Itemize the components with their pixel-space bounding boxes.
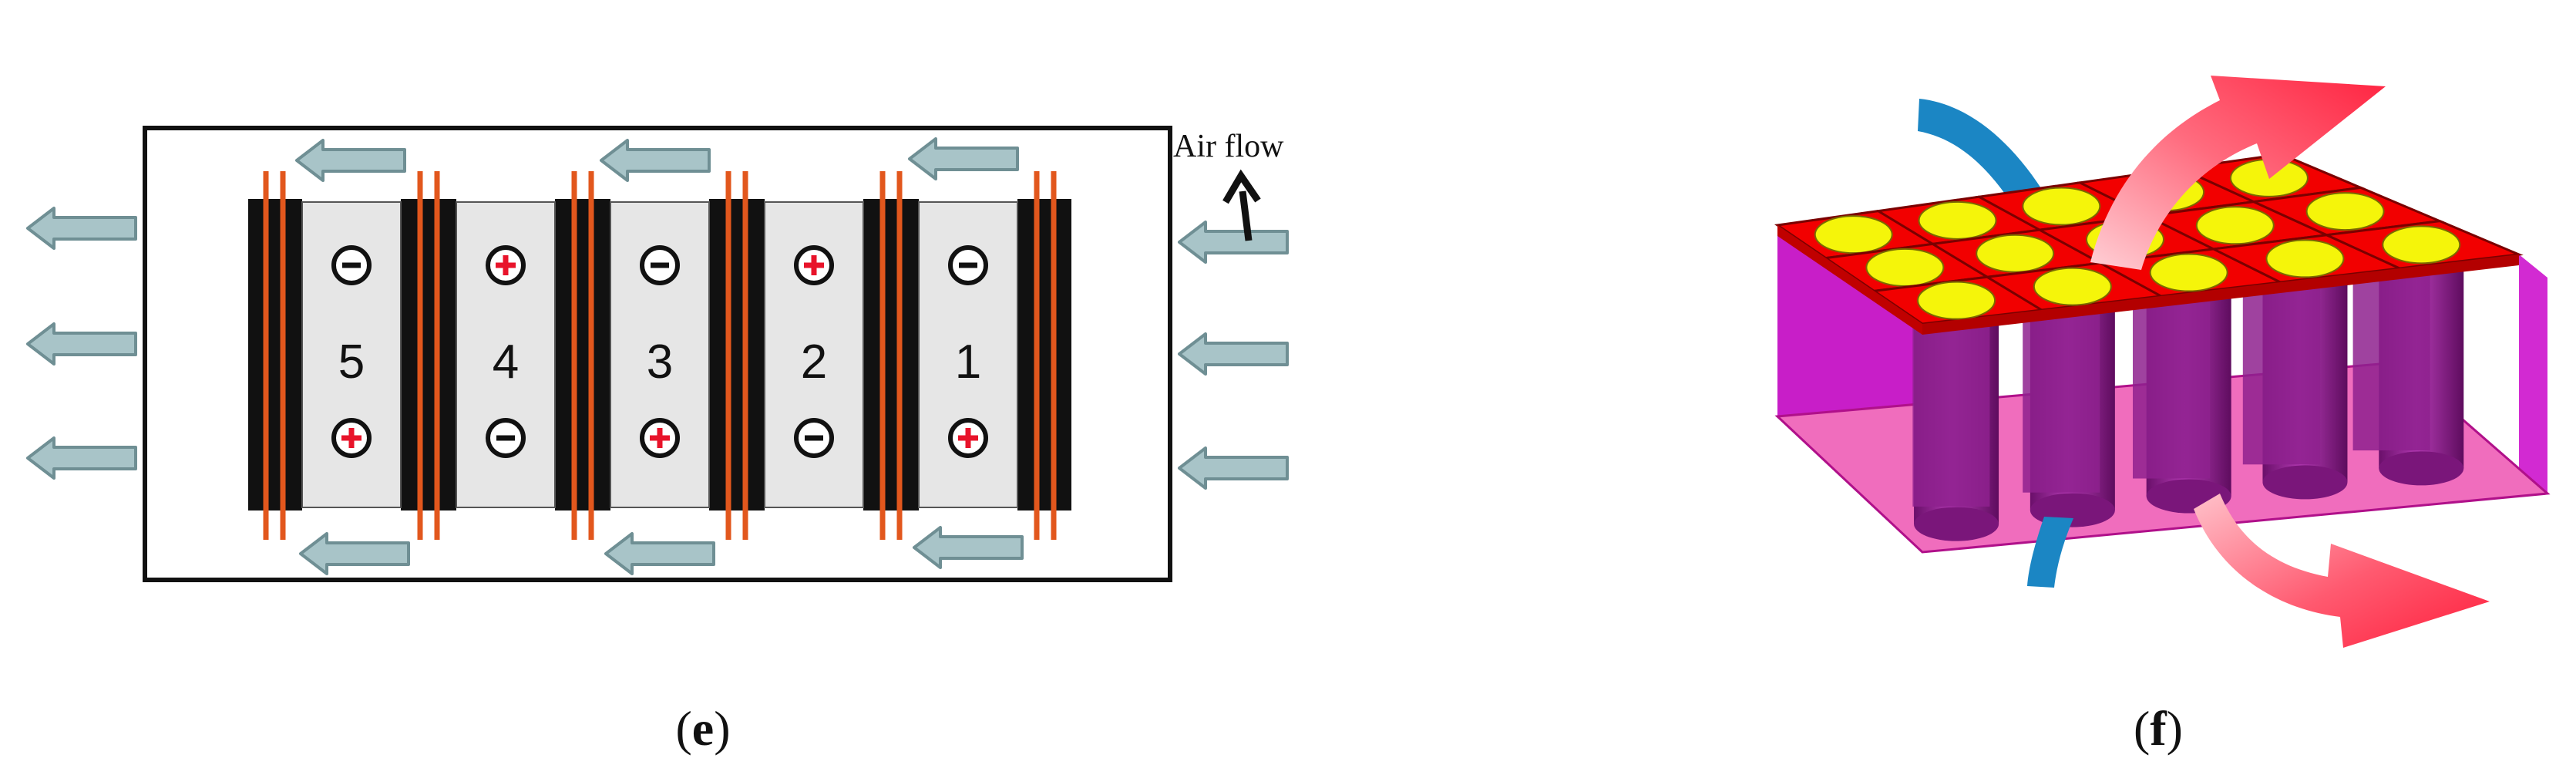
cylinder-bottom [2379, 451, 2464, 486]
exit-arrow-icon [26, 436, 137, 480]
hot-air-out-bottom-icon [2194, 494, 2490, 648]
pack-tile [2209, 234, 2404, 284]
cylinder-top [2382, 225, 2461, 265]
cylinder-top [2022, 187, 2101, 226]
positive-terminal-icon [948, 418, 988, 458]
negative-terminal-icon [794, 418, 834, 458]
top-plate-edge-side [1777, 225, 1922, 335]
cylinder-top [1917, 281, 1996, 320]
cell-number-label: 4 [493, 335, 519, 389]
negative-terminal-icon [486, 418, 526, 458]
spacer-plate [863, 199, 919, 510]
channel-arrow-icon [600, 139, 711, 182]
pack-tile [1983, 261, 2165, 312]
inlet-arrow-icon [1178, 221, 1289, 264]
pack-tile [2142, 200, 2331, 251]
top-plate-edge [1922, 254, 2519, 335]
cylinder-top [2305, 192, 2385, 231]
cool-air-outflow-icon [2027, 517, 2073, 588]
channel-arrow-icon [299, 532, 410, 575]
inlet-arrow-icon [1178, 332, 1289, 376]
cylindrical-pack-3d: (f) [1774, 76, 2551, 756]
end-plate-right [1017, 199, 1071, 510]
positive-terminal-icon [331, 418, 372, 458]
channel-arrow-icon [913, 526, 1024, 569]
cell-row: 5 4 3 2 1 [248, 171, 1071, 540]
cylinder-top [1918, 200, 1997, 240]
cylinder-back [2352, 258, 2430, 451]
channel-arrow-icon [604, 532, 715, 575]
cylinder-top [2033, 267, 2112, 306]
inlet-arrow-icon [1178, 446, 1289, 490]
cell-number-label: 5 [338, 335, 365, 389]
battery-cell-2: 2 [764, 201, 864, 508]
cell-number-label: 2 [801, 335, 827, 389]
cell-number-label: 3 [647, 335, 673, 389]
battery-module-schematic: 5 4 3 2 1 Air flow (e) [26, 126, 1289, 756]
cylinder-top [2195, 206, 2275, 245]
positive-terminal-icon [794, 245, 834, 285]
cylinder-top [1976, 234, 2055, 273]
spacer-plate [709, 199, 765, 510]
pack-tile [1774, 210, 1936, 260]
channel-arrow-icon [295, 139, 406, 182]
negative-terminal-icon [331, 245, 372, 285]
spacer-plate [555, 199, 610, 510]
negative-terminal-icon [640, 245, 680, 285]
negative-terminal-icon [948, 245, 988, 285]
cylinder-top [1814, 215, 1893, 254]
cylinder-back [2133, 285, 2210, 479]
cell-number-label: 1 [955, 335, 981, 389]
cylinder-bottom [1914, 507, 1999, 541]
cylinder-top [2149, 253, 2228, 292]
caption-e: (e) [675, 701, 730, 756]
spacer-plate [401, 199, 456, 510]
cylinder-top [1865, 248, 1945, 287]
battery-cell-5: 5 [301, 201, 402, 508]
battery-cell-1: 1 [918, 201, 1018, 508]
exit-arrow-icon [26, 322, 137, 366]
pack-tile [1975, 181, 2151, 231]
cylinder-back [2023, 299, 2100, 493]
channel-arrow-icon [908, 137, 1019, 180]
caption-f: (f) [2134, 701, 2183, 756]
airflow-arrows [26, 137, 1289, 575]
end-plate-left [248, 199, 302, 510]
positive-terminal-icon [486, 245, 526, 285]
battery-cell-4: 4 [456, 201, 556, 508]
positive-terminal-icon [640, 418, 680, 458]
cylinder-bottom [2262, 465, 2348, 500]
cylinder-back [2242, 271, 2320, 465]
air-flow-label: Air flow [1173, 129, 1284, 164]
battery-cell-3: 3 [610, 201, 710, 508]
pack-tile [2322, 220, 2524, 270]
cylinder-back [1912, 313, 1990, 507]
exit-arrow-icon [26, 207, 137, 250]
pack-right-wall [2519, 254, 2547, 494]
hot-air-out-top-icon [2090, 76, 2386, 270]
air-flow-up-arrow-icon [1222, 169, 1261, 241]
cylinder-top [2265, 239, 2345, 278]
